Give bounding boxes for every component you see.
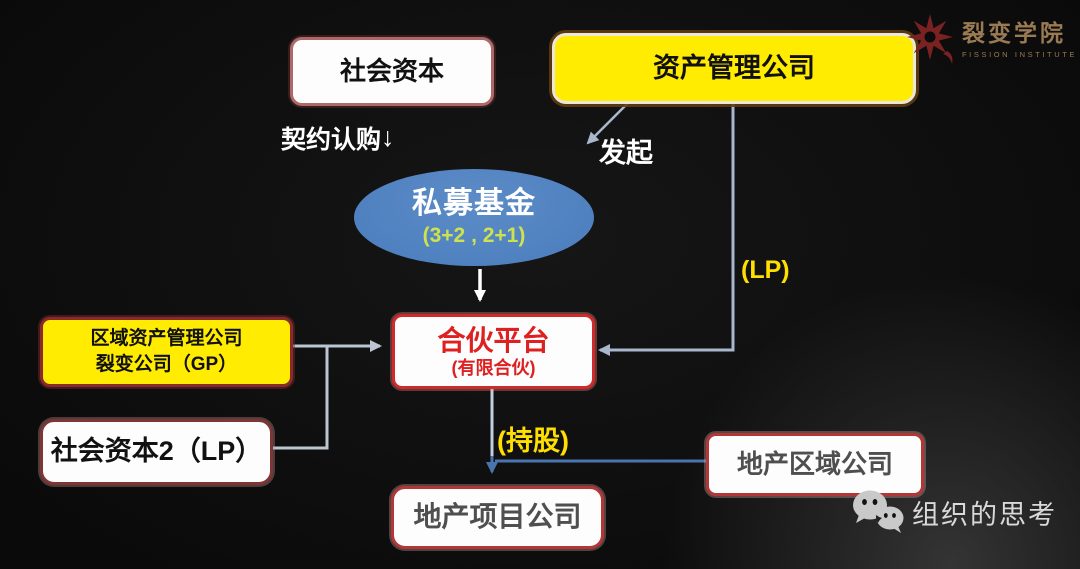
- logo-title: 裂变学院: [962, 20, 1066, 46]
- node-social-capital-2: 社会资本2（LP）: [40, 419, 273, 485]
- node-social-capital: 社会资本: [290, 37, 494, 106]
- edge-lp-arrow: [598, 100, 735, 356]
- node-partnership-label: 合伙平台: [437, 324, 550, 356]
- node-social-capital-label: 社会资本: [339, 55, 444, 86]
- logo-subtitle: FISSION INSTITUTE: [962, 49, 1078, 59]
- starburst-icon: [907, 14, 953, 64]
- node-partnership-sublabel: (有限合伙): [451, 357, 536, 378]
- wechat-icon: [853, 490, 904, 533]
- node-regional-asset-line1: 区域资产管理公司: [90, 328, 243, 350]
- fission-institute-logo: 裂变学院 FISSION INSTITUTE: [906, 13, 1077, 65]
- label-holding: (持股): [497, 426, 569, 456]
- node-private-fund: 私募基金 (3+2 , 2+1): [354, 169, 594, 266]
- node-partnership-platform: 合伙平台 (有限合伙): [392, 314, 595, 389]
- label-initiate: 发起: [599, 138, 653, 168]
- label-contract-subscription: 契约认购↓: [281, 122, 395, 154]
- watermark-label: 组织的思考: [912, 499, 1057, 530]
- node-private-fund-label: 私募基金: [412, 187, 536, 221]
- node-real-estate-project: 地产项目公司: [391, 486, 604, 549]
- node-social-capital-2-label: 社会资本2（LP）: [50, 436, 263, 467]
- node-real-estate-regional-label: 地产区域公司: [736, 448, 893, 479]
- node-regional-asset-gp: 区域资产管理公司 裂变公司（GP）: [40, 317, 293, 387]
- wechat-watermark: 组织的思考: [850, 488, 1057, 536]
- node-real-estate-project-label: 地产项目公司: [413, 501, 582, 533]
- node-private-fund-sublabel: (3+2 , 2+1): [422, 223, 526, 247]
- node-real-estate-regional: 地产区域公司: [706, 433, 924, 496]
- node-asset-management-label: 资产管理公司: [653, 52, 815, 83]
- edge-initiate-arrow: [586, 100, 631, 145]
- down-arrow-glyph: ↓: [381, 122, 395, 152]
- label-lp: (LP): [741, 256, 790, 284]
- node-regional-asset-line2: 裂变公司（GP）: [95, 354, 238, 375]
- edge-social2-connector: [270, 346, 329, 450]
- node-asset-management: 资产管理公司: [552, 33, 916, 104]
